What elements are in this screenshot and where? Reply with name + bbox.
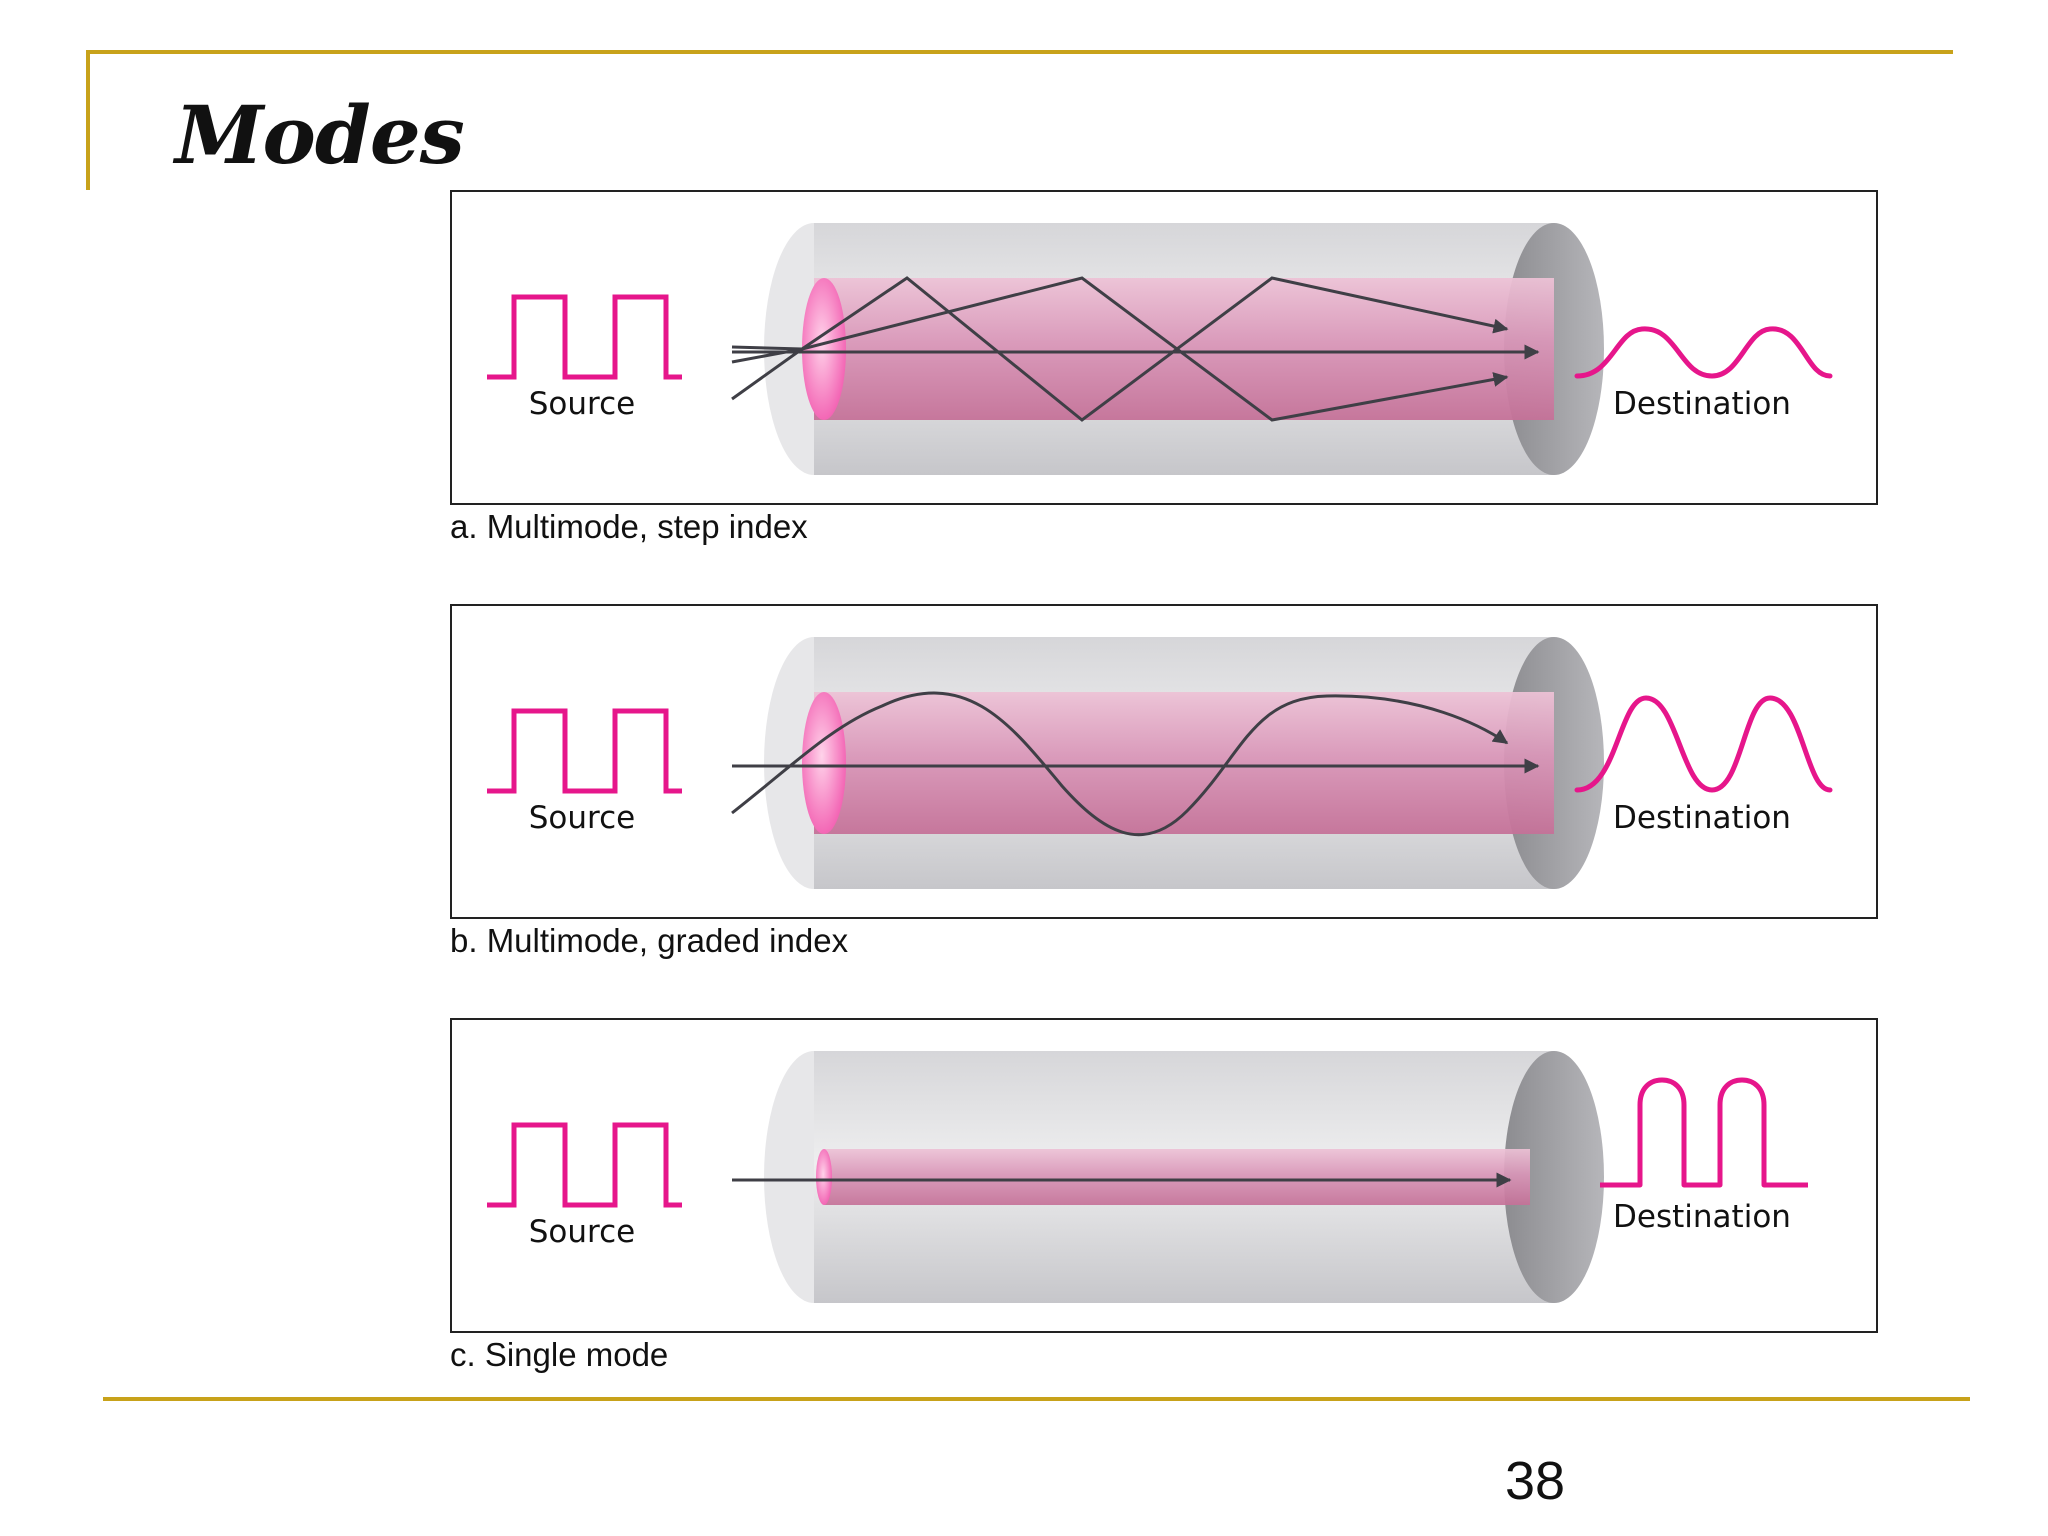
fiber-cable-icon <box>764 637 1604 889</box>
caption-multimode-graded-index: b. Multimode, graded index <box>450 922 849 959</box>
slide-title: Modes <box>175 88 465 182</box>
frame-top-line <box>86 50 1953 54</box>
source-pulse <box>487 1122 682 1208</box>
source-label: Source <box>528 386 636 422</box>
panel-single-mode: Source Destination <box>450 1018 1878 1333</box>
source-pulse <box>487 708 682 794</box>
frame-left-line <box>86 50 90 190</box>
caption-multimode-step-index: a. Multimode, step index <box>450 508 808 545</box>
caption-single-mode: c. Single mode <box>450 1336 669 1373</box>
source-pulse <box>487 294 682 380</box>
source-label: Source <box>528 1214 636 1250</box>
multimode-graded-index-diagram <box>487 637 1833 889</box>
light-ray-paths <box>731 691 1540 837</box>
light-ray-paths <box>731 276 1540 422</box>
destination-label: Destination <box>1613 1199 1791 1235</box>
panel-multimode-step-index: Source Destination <box>450 190 1878 505</box>
destination-label: Destination <box>1613 800 1791 836</box>
destination-pulse <box>1600 1077 1808 1188</box>
page-number: 38 <box>1505 1451 1566 1511</box>
destination-pulse <box>1574 326 1833 379</box>
frame-bottom-line <box>103 1397 1970 1401</box>
fiber-cable-icon <box>764 1051 1604 1303</box>
single-mode-diagram <box>487 1051 1808 1303</box>
destination-label: Destination <box>1613 386 1791 422</box>
destination-pulse <box>1574 695 1833 793</box>
multimode-step-index-diagram <box>487 223 1833 475</box>
fiber-cable-icon <box>764 223 1604 475</box>
panel-multimode-graded-index: Source Destination <box>450 604 1878 919</box>
source-label: Source <box>528 800 636 836</box>
